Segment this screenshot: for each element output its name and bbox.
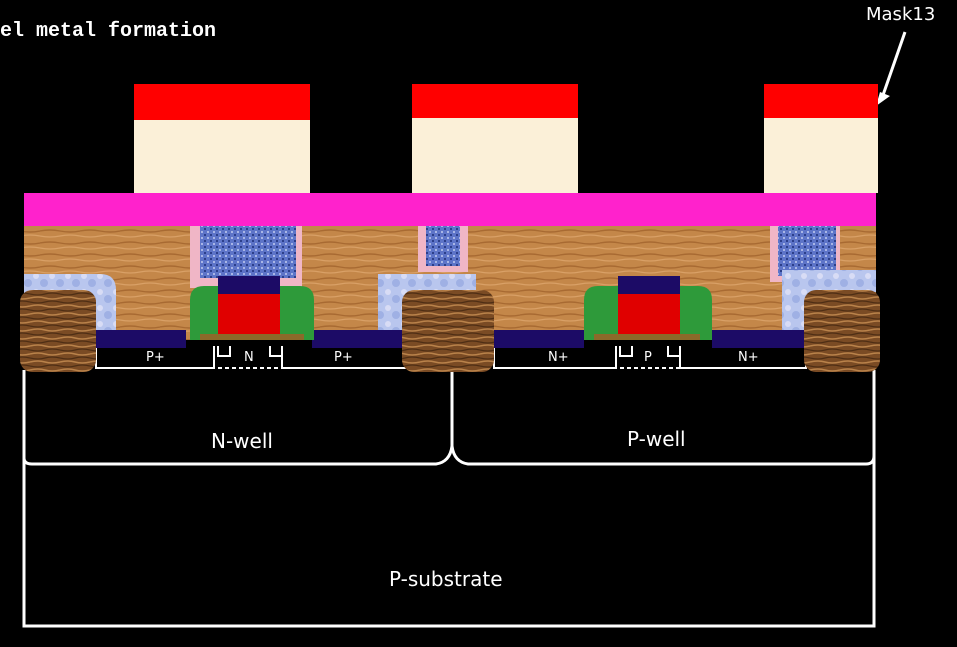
via-plugs [200,226,836,278]
passivation-layer [24,193,876,226]
nmos-source-label: N+ [548,350,569,365]
mask13-arrow [876,31,907,106]
p-well-outline [450,370,876,466]
nmos-channel-label: P [644,350,652,365]
photoresist-mask [134,84,878,120]
diagram-title: el metal formation [0,20,216,43]
pmos-gate [190,276,314,340]
mask13-label: Mask13 [866,4,935,25]
p-substrate-label: P-substrate [389,567,503,591]
pmos-drain-label: P+ [334,350,353,365]
silicide-contacts [96,330,806,348]
field-oxide-blocks [20,290,880,372]
n-well-label: N-well [211,429,273,453]
pmos-source-label: P+ [146,350,165,365]
nmos-drain-label: N+ [738,350,759,365]
p-well-label: P-well [627,427,686,451]
n-well-outline [22,370,454,466]
nmos-gate [584,276,712,340]
metal-blocks [134,118,878,193]
p-substrate-outline [22,370,876,628]
pmos-channel-label: N [244,350,254,365]
